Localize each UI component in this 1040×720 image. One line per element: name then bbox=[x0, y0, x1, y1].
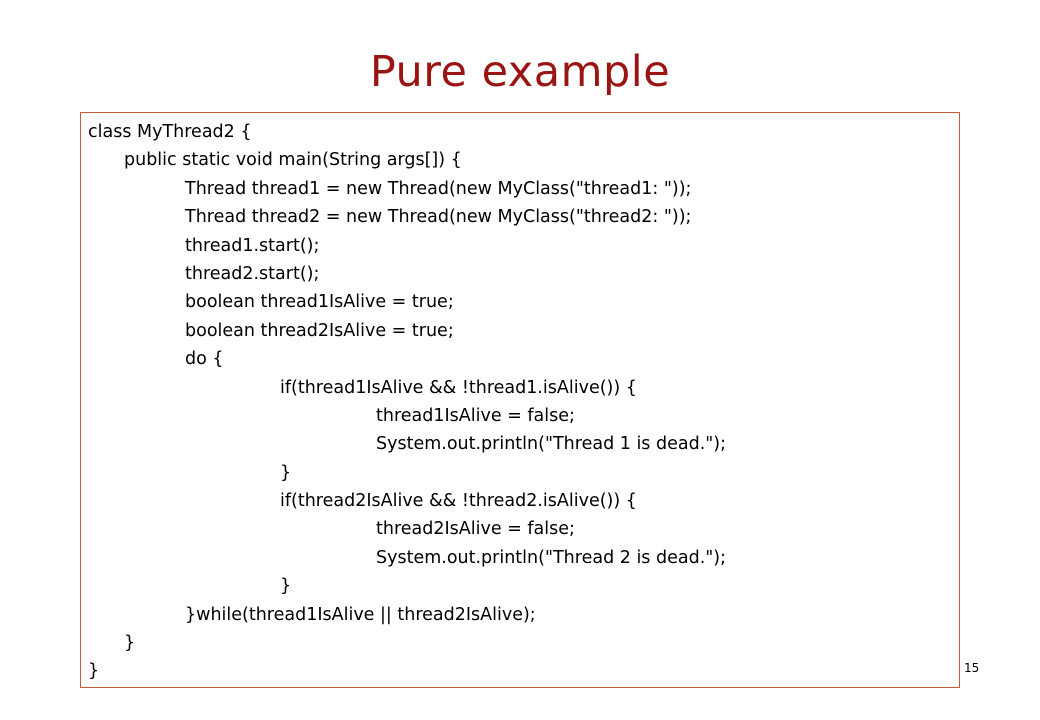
code-block: class MyThread2 { public static void mai… bbox=[80, 112, 960, 688]
code-line: System.out.println("Thread 1 is dead."); bbox=[376, 434, 727, 455]
code-line: thread1.start(); bbox=[185, 235, 320, 256]
code-lines: class MyThread2 { public static void mai… bbox=[88, 118, 726, 686]
code-line: if(thread2IsAlive && !thread2.isAlive())… bbox=[280, 491, 637, 512]
code-line: class MyThread2 { bbox=[88, 122, 252, 142]
code-line: public static void main(String args[]) { bbox=[124, 150, 462, 171]
code-line: } bbox=[280, 462, 292, 483]
code-line: thread1IsAlive = false; bbox=[376, 405, 575, 426]
code-line: }while(thread1IsAlive || thread2IsAlive)… bbox=[185, 604, 536, 625]
code-line: System.out.println("Thread 2 is dead."); bbox=[376, 547, 727, 568]
code-line: Thread thread1 = new Thread(new MyClass(… bbox=[185, 178, 692, 199]
code-line: boolean thread2IsAlive = true; bbox=[185, 320, 454, 341]
code-line: } bbox=[124, 633, 136, 654]
code-line: Thread thread2 = new Thread(new MyClass(… bbox=[185, 207, 692, 228]
code-line: boolean thread1IsAlive = true; bbox=[185, 292, 454, 313]
code-line: } bbox=[88, 661, 100, 682]
code-line: thread2IsAlive = false; bbox=[376, 519, 575, 540]
code-line: if(thread1IsAlive && !thread1.isAlive())… bbox=[280, 377, 637, 398]
code-line: } bbox=[280, 576, 292, 597]
slide-title: Pure example bbox=[369, 47, 671, 97]
page-number: 15 bbox=[964, 661, 980, 675]
code-line: thread2.start(); bbox=[185, 263, 320, 284]
code-line: do { bbox=[185, 349, 224, 370]
